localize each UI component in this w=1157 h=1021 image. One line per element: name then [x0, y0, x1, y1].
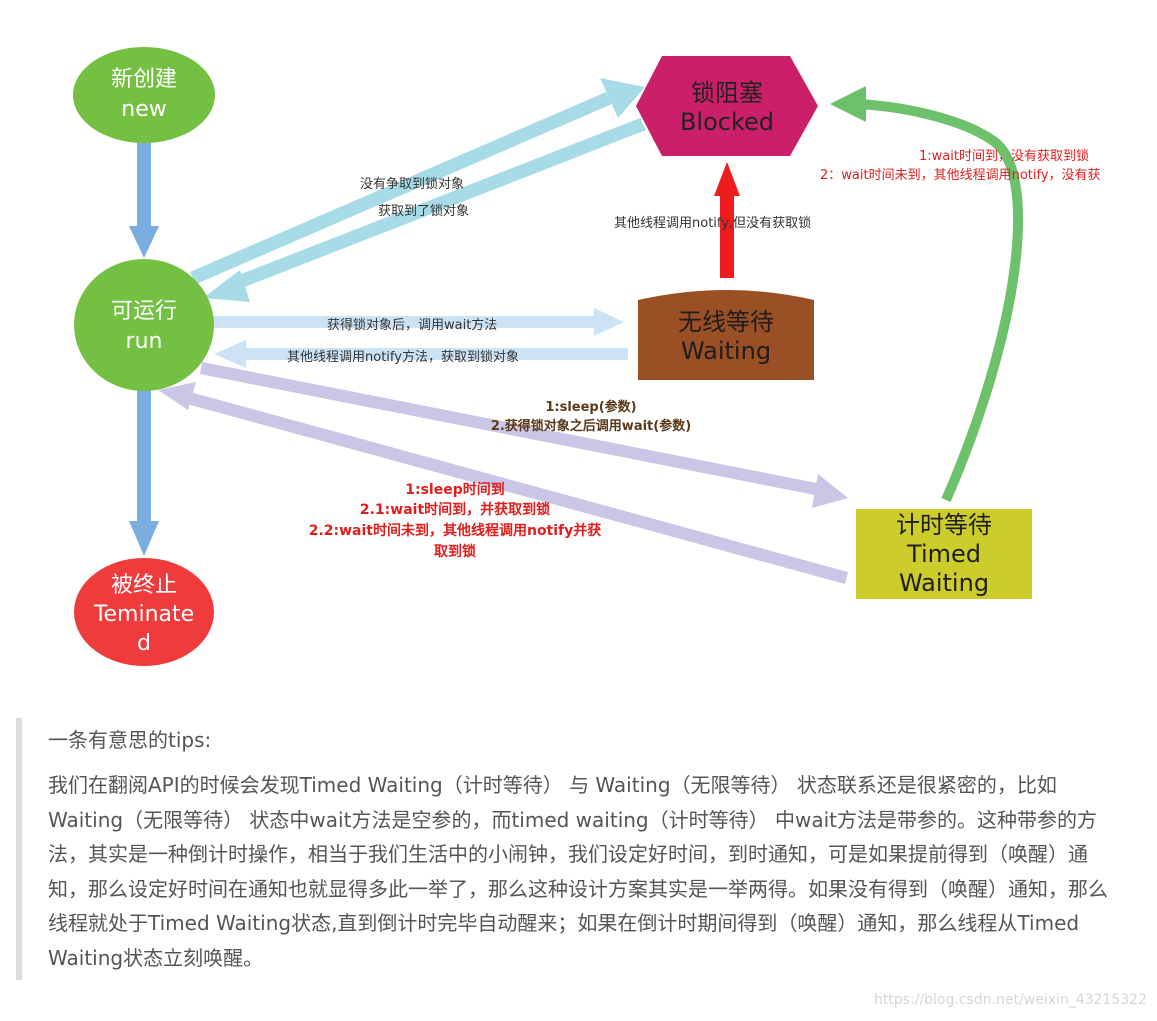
node-waiting-label-1: 无线等待	[678, 308, 774, 336]
label-run-to-timed-1: 1:sleep(参数)	[545, 399, 636, 415]
tips-title: 一条有意思的tips:	[48, 728, 212, 752]
tips-blockquote: 一条有意思的tips: 我们在翻阅API的时候会发现Timed Waiting（…	[16, 718, 1126, 980]
node-timed-waiting-label-3: Waiting	[899, 569, 989, 597]
watermark: https://blog.csdn.net/weixin_43215322	[873, 992, 1147, 1008]
arrow-run-to-waiting	[210, 308, 624, 336]
arrow-timed-waiting-to-run	[158, 382, 848, 584]
arrow-blocked-to-run	[203, 118, 646, 302]
label-timed-to-run-3: 2.2:wait时间未到，其他线程调用notify并获	[309, 522, 602, 539]
node-waiting-label-2: Waiting	[681, 337, 771, 365]
node-terminated-label-2: Teminate	[93, 602, 194, 627]
node-blocked-label-1: 锁阻塞	[691, 79, 763, 107]
node-run-label-1: 可运行	[111, 299, 177, 324]
node-blocked-label-2: Blocked	[680, 108, 774, 136]
node-timed-waiting-label-1: 计时等待	[896, 511, 992, 539]
label-waiting-to-blocked: 其他线程调用notify,但没有获取锁	[614, 215, 811, 231]
node-new: 新创建 new	[73, 47, 215, 143]
arrow-run-to-terminated	[129, 390, 159, 556]
label-blocked-to-run: 获取到了锁对象	[378, 203, 469, 219]
label-timed-to-blocked-1: 1:wait时间到，没有获取到锁	[919, 148, 1089, 164]
arrow-new-to-run	[129, 140, 159, 258]
thread-state-diagram: 新创建 new 可运行 run 被终止 Teminate d 锁阻塞 Block…	[73, 47, 1101, 666]
node-terminated-label-3: d	[137, 631, 151, 656]
arrow-run-to-timed-waiting	[200, 362, 848, 508]
arrow-run-to-blocked	[190, 78, 645, 284]
arrow-waiting-to-run	[214, 340, 628, 368]
node-terminated-label-1: 被终止	[111, 573, 177, 598]
label-run-to-waiting: 获得锁对象后，调用wait方法	[327, 317, 497, 333]
node-run: 可运行 run	[74, 259, 214, 391]
node-new-label-2: new	[121, 97, 166, 122]
arrow-waiting-to-blocked	[714, 162, 740, 278]
tips-body: 我们在翻阅API的时候会发现Timed Waiting（计时等待） 与 Wait…	[48, 773, 1108, 970]
label-timed-to-blocked-2: 2：wait时间未到，其他线程调用notify，没有获	[820, 168, 1101, 183]
node-new-label-1: 新创建	[111, 67, 177, 92]
label-timed-to-run-4: 取到锁	[434, 543, 476, 560]
node-terminated: 被终止 Teminate d	[74, 558, 214, 666]
node-timed-waiting-label-2: Timed	[906, 540, 981, 568]
label-waiting-to-run: 其他线程调用notify方法，获取到锁对象	[287, 349, 519, 365]
node-waiting: 无线等待 Waiting	[638, 290, 814, 380]
node-blocked: 锁阻塞 Blocked	[636, 56, 818, 156]
node-timed-waiting: 计时等待 Timed Waiting	[856, 509, 1032, 599]
label-timed-to-run-2: 2.1:wait时间到，并获取到锁	[360, 501, 550, 518]
label-timed-to-run-1: 1:sleep时间到	[405, 481, 504, 498]
label-run-to-timed-2: 2.获得锁对象之后调用wait(参数)	[491, 418, 691, 434]
arrow-timed-waiting-to-blocked	[830, 86, 1024, 502]
label-run-to-blocked: 没有争取到锁对象	[360, 176, 464, 192]
node-run-label-2: run	[126, 329, 163, 354]
